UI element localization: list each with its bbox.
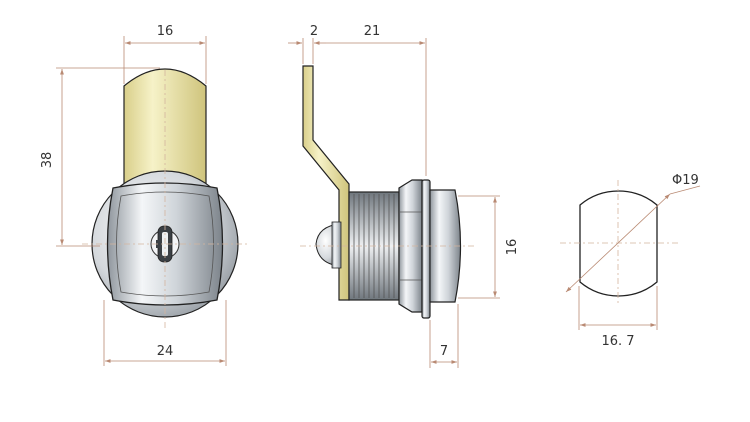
cutout-shape [579,190,658,297]
dim-line-cutout-diameter [565,193,671,293]
cutout-view: Φ19 16. 7 [560,173,701,349]
dim-label-side-cam-thickness: 2 [310,24,318,39]
front-view: 16 38 24 [40,24,250,366]
side-view: 2 21 16 7 [288,24,520,368]
dim-label-side-thread-height: 16 [505,239,520,256]
dim-label-front-cam-width: 16 [157,24,174,39]
dim-label-front-height: 38 [40,152,55,169]
front-square-head-inner [116,191,214,297]
dim-label-side-flange: 7 [440,344,448,359]
dim-label-side-length: 21 [364,24,381,39]
side-flange [421,179,431,319]
dim-label-cutout-flat-width: 16. 7 [601,334,634,349]
dim-label-cutout-diameter: Φ19 [672,173,699,188]
dim-label-front-body-width: 24 [157,344,174,359]
side-cam-plate [302,65,350,301]
side-spindle-collar [331,221,342,269]
